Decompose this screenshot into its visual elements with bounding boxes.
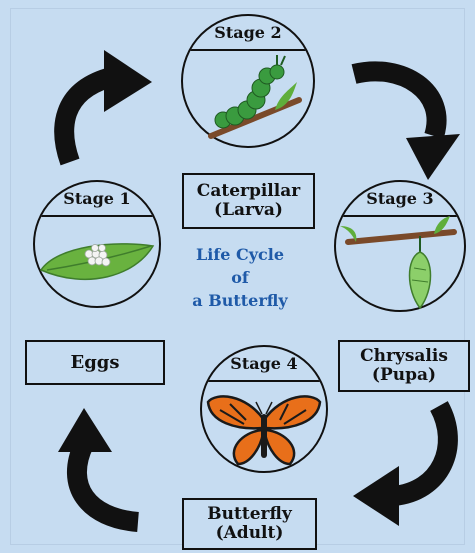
stage-3-name-box: Chrysalis (Pupa): [338, 340, 470, 392]
stage-1-name-line-1: Eggs: [70, 353, 119, 373]
stage-4-name-line-2: (Adult): [216, 524, 284, 543]
arrow-stage4-to-stage1: [50, 400, 170, 530]
chrysalis-illustration: [334, 212, 466, 312]
stage-4-label: Stage 4: [202, 347, 326, 382]
caterpillar-body: [215, 65, 284, 128]
title-line-3: a Butterfly: [180, 289, 300, 312]
stage-4-name-box: Butterfly (Adult): [182, 498, 317, 550]
stage-1-name-box: Eggs: [25, 340, 165, 385]
stage-1-label: Stage 1: [35, 182, 159, 217]
stage-4-name-line-1: Butterfly: [207, 505, 291, 524]
arrow-stage1-to-stage2: [52, 40, 172, 170]
arrow-stage2-to-stage3: [348, 40, 468, 180]
title-line-1: Life Cycle: [180, 243, 300, 266]
caterpillar-illustration: [181, 52, 315, 142]
leaf-with-eggs-illustration: [33, 220, 161, 300]
stage-2-label: Stage 2: [183, 16, 313, 51]
butterfly-illustration: [200, 380, 328, 470]
stage-2-name-line-2: (Larva): [214, 201, 283, 220]
stage-2-name-line-1: Caterpillar: [197, 182, 300, 201]
arrow-stage3-to-stage4: [345, 400, 465, 530]
stage-3-name-line-2: (Pupa): [372, 366, 436, 385]
stage-3-name-line-1: Chrysalis: [360, 347, 448, 366]
diagram-title: Life Cycle of a Butterfly: [180, 243, 300, 313]
stage-2-name-box: Caterpillar (Larva): [182, 173, 315, 229]
title-line-2: of: [180, 266, 300, 289]
